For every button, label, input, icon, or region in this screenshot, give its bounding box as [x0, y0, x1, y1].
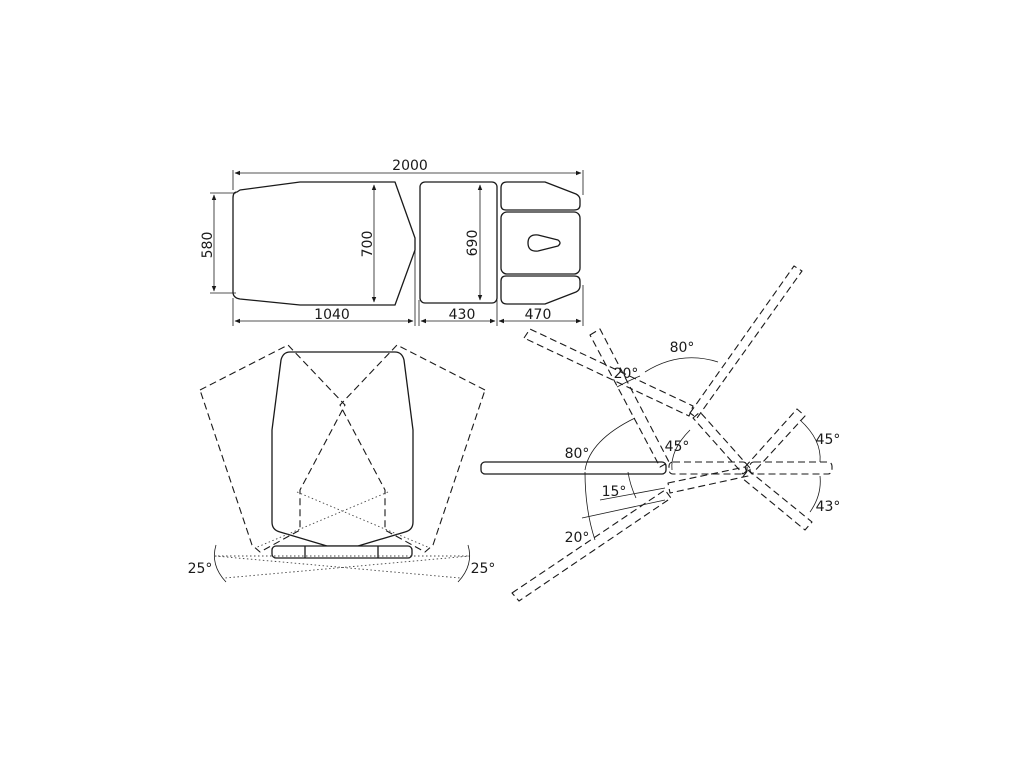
angle-arc	[616, 375, 641, 388]
seat-width-label: 700	[360, 231, 376, 258]
angle-arc	[457, 544, 471, 583]
right-tilt-outline	[339, 344, 486, 553]
side-view: 80° 20° 80° 15° 20° 45° 45° 43°	[480, 265, 841, 602]
back-left-offset-label: 20°	[565, 530, 590, 546]
head-section-flat	[749, 461, 833, 475]
back-lowered-15	[667, 466, 749, 494]
back-width-label: 690	[465, 230, 481, 257]
reference-line	[581, 499, 666, 519]
top-view: 2000 580 700 1040 690 430 470	[200, 158, 584, 326]
reference-line	[599, 487, 666, 501]
upright-outline	[271, 351, 414, 547]
end-view: 25° 25°	[188, 344, 496, 583]
back-length-label: 430	[449, 307, 476, 323]
back-section-outline	[419, 181, 498, 304]
head-center-pad	[500, 211, 581, 275]
seat-section-flat	[480, 461, 667, 475]
base-pad	[271, 545, 413, 559]
back-raised-20	[523, 328, 694, 417]
head-side-pad-lower	[500, 275, 581, 305]
head-length-label: 470	[525, 307, 552, 323]
head-lowered-43	[741, 469, 813, 531]
overall-length-label: 2000	[392, 158, 428, 174]
head-raised-80	[689, 265, 803, 419]
angle-arc	[644, 357, 719, 373]
angle-arc	[584, 417, 636, 471]
head-offset-label: 20°	[614, 366, 639, 382]
head-raised-45	[744, 408, 806, 475]
left-tilt-outline	[199, 344, 346, 553]
seat-raised-80	[589, 328, 670, 468]
tilt-baseline	[224, 555, 471, 579]
seat-section-outline	[232, 181, 416, 306]
back-section-flat	[668, 461, 748, 475]
angle-arc	[671, 429, 691, 471]
tilt-right-label: 25°	[471, 561, 496, 577]
tilt-left-label: 25°	[188, 561, 213, 577]
head-side-pad-upper	[500, 181, 581, 211]
head-right-raise-label: 45°	[816, 432, 841, 448]
tilt-trace	[254, 491, 389, 549]
face-hole-icon	[527, 234, 561, 252]
angle-arc	[627, 471, 637, 499]
tilt-baseline	[214, 555, 461, 579]
back-left-lower-label: 15°	[602, 484, 627, 500]
head-right-lower-label: 43°	[816, 499, 841, 515]
tilt-trace	[296, 491, 431, 549]
back-raised-45	[692, 411, 751, 475]
angle-arc	[799, 419, 821, 463]
foot-width-label: 580	[200, 232, 216, 259]
head-raise-label: 80°	[670, 340, 695, 356]
angle-arc	[213, 544, 227, 583]
seat-lowered-20	[511, 489, 672, 602]
seat-length-label: 1040	[314, 307, 350, 323]
angle-arc	[809, 475, 821, 513]
back-raise-label: 45°	[665, 439, 690, 455]
angle-arc	[584, 471, 596, 541]
back-left-raise-label: 80°	[565, 446, 590, 462]
